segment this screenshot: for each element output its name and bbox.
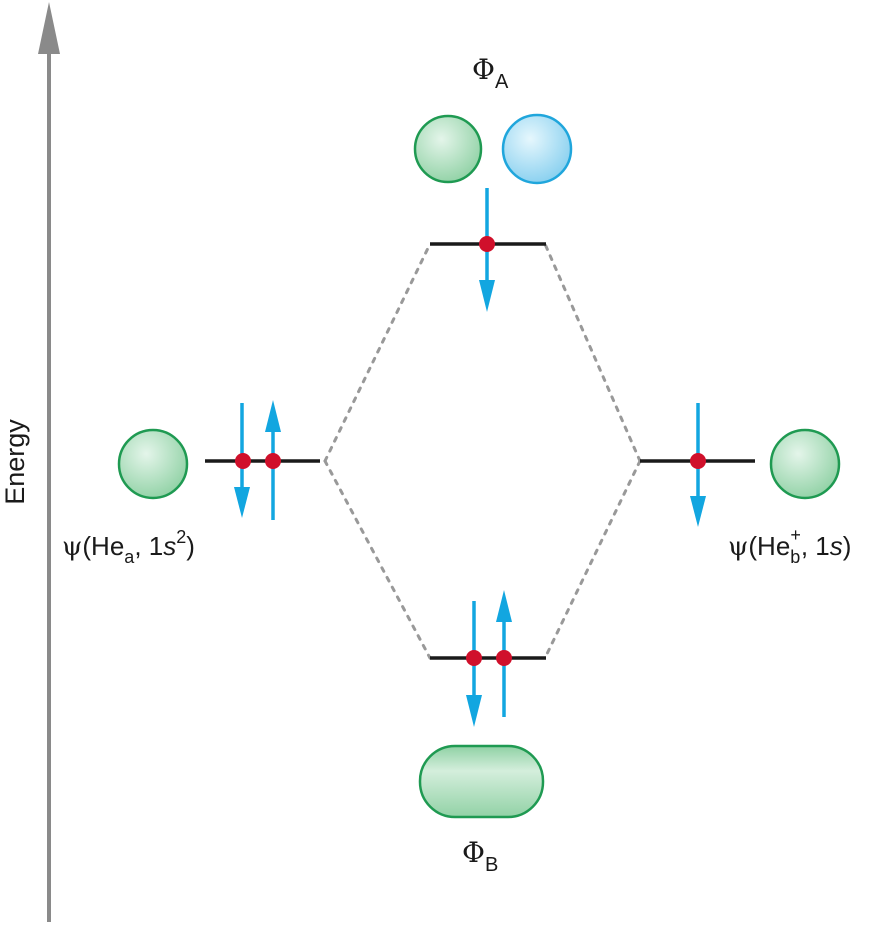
label-italic: s [163,531,176,561]
left-1s-orbital [117,428,189,500]
spin-up-arrow-icon [496,590,512,717]
energy-levels [205,242,755,660]
label-symbol: Φ [462,836,485,869]
spin-down-arrow-icon [690,403,706,527]
spin-down-arrow-icon [479,188,495,312]
label-symbol: ψ [728,532,748,562]
label-superscript: 2 [176,527,186,547]
antibonding-lobe-blue [501,113,573,185]
spin-up-arrow-icon [265,400,281,520]
label-italic: s [830,531,843,561]
right-1s-orbital [769,428,841,500]
spin-arrows [234,188,706,727]
label-end: ) [186,531,195,561]
electron-dot [235,453,251,469]
energy-axis-label: Energy [0,419,30,505]
electrons [235,236,706,666]
electron-dot [466,650,482,666]
spin-down-arrow-icon [466,601,482,727]
correlation-lines [323,242,642,660]
label-symbol: Φ [472,53,495,86]
label-subscript: B [485,854,498,876]
electron-dot [496,650,512,666]
label-base: (He [82,531,124,561]
connector-right-to-antibonding [543,242,642,463]
electron-dot [479,236,495,252]
energy-axis-arrowhead-icon [38,2,60,54]
label-superscript: + [790,525,801,545]
label-middle: , 1 [801,531,830,561]
connector-left-to-bonding [323,459,432,660]
connector-left-to-antibonding [323,242,432,463]
antibonding-lobe-green [413,114,483,184]
antibonding-orbital-label: ΦA [472,53,509,93]
label-symbol: ψ [62,532,82,562]
label-subscript: b [790,547,800,567]
connector-right-to-bonding [543,459,642,660]
electron-dot [265,453,281,469]
left-atomic-orbital-label: ψ(Hea, 1s2) [62,527,195,567]
label-middle: , 1 [134,531,163,561]
spin-down-arrow-icon [234,403,250,518]
label-subscript: a [124,547,135,567]
electron-dot [690,453,706,469]
bonding-orbital-label: ΦB [462,836,498,876]
label-base: (He [748,531,790,561]
label-end: ) [843,531,852,561]
energy-axis [38,2,60,922]
right-atomic-orbital-label: ψ(Heb+, 1s) [728,525,851,567]
bonding-orbital-shape [418,744,545,819]
label-subscript: A [495,71,509,93]
